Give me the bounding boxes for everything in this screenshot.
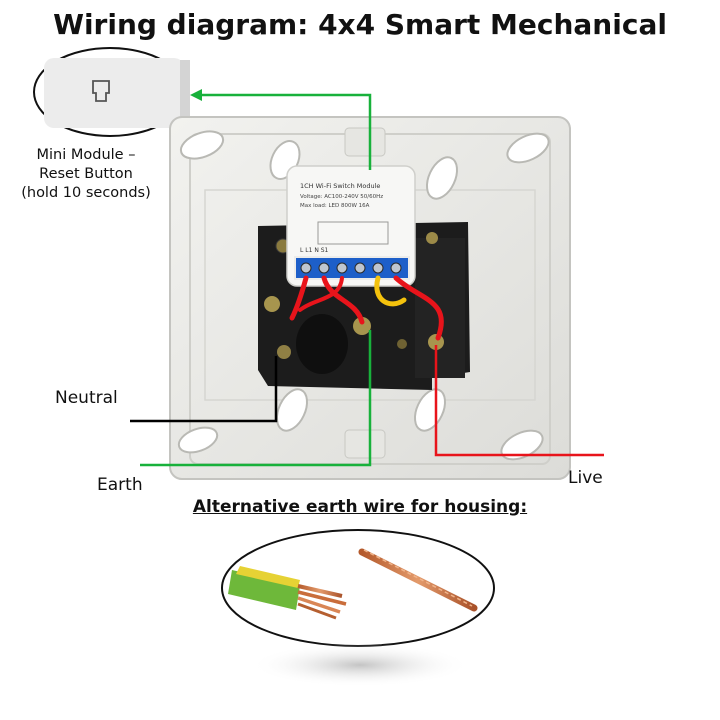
mounting-slot <box>177 130 550 461</box>
reset-caption-line: Mini Module – <box>36 147 136 163</box>
shadow <box>250 643 470 687</box>
page-title: Wiring diagram: 4x4 Smart Mechanical <box>53 8 667 41</box>
connector-lines <box>130 89 604 467</box>
earth-label: Earth <box>97 475 143 495</box>
live-label: Live <box>568 468 603 488</box>
module-label-line3: Max load: LED 800W 16A <box>300 203 370 209</box>
reset-button-icon <box>92 80 110 102</box>
earth-wire <box>140 330 372 467</box>
module-label-line2: Voltage: AC100-240V 50/60Hz <box>300 194 383 200</box>
live-wire <box>434 345 604 457</box>
internal-wires <box>289 275 444 341</box>
green-yellow-wire-insulation <box>228 570 300 610</box>
wifi-module <box>286 165 416 287</box>
neutral-label: Neutral <box>55 388 118 408</box>
module-label-line1: 1CH Wi-Fi Switch Module <box>300 182 380 190</box>
reset-pointer-line <box>194 93 372 170</box>
earth-terminal-screw <box>353 317 371 335</box>
neutral-wire <box>130 356 278 423</box>
reset-caption-line: (hold 10 seconds) <box>21 185 151 201</box>
alternative-earth-heading: Alternative earth wire for housing: <box>192 497 528 517</box>
alternative-earth-wire-illustration <box>221 529 495 647</box>
reset-button-caption: Mini Module – Reset Button (hold 10 seco… <box>6 146 166 203</box>
module-terminal-block <box>296 258 408 278</box>
module-closeup <box>44 58 184 128</box>
reset-button-callout <box>33 47 190 137</box>
module-terminal-labels: L L1 N S1 <box>300 247 329 254</box>
reset-pointer-arrowhead <box>190 89 202 101</box>
bare-copper-wire <box>358 548 478 612</box>
reset-caption-line: Reset Button <box>39 166 133 182</box>
